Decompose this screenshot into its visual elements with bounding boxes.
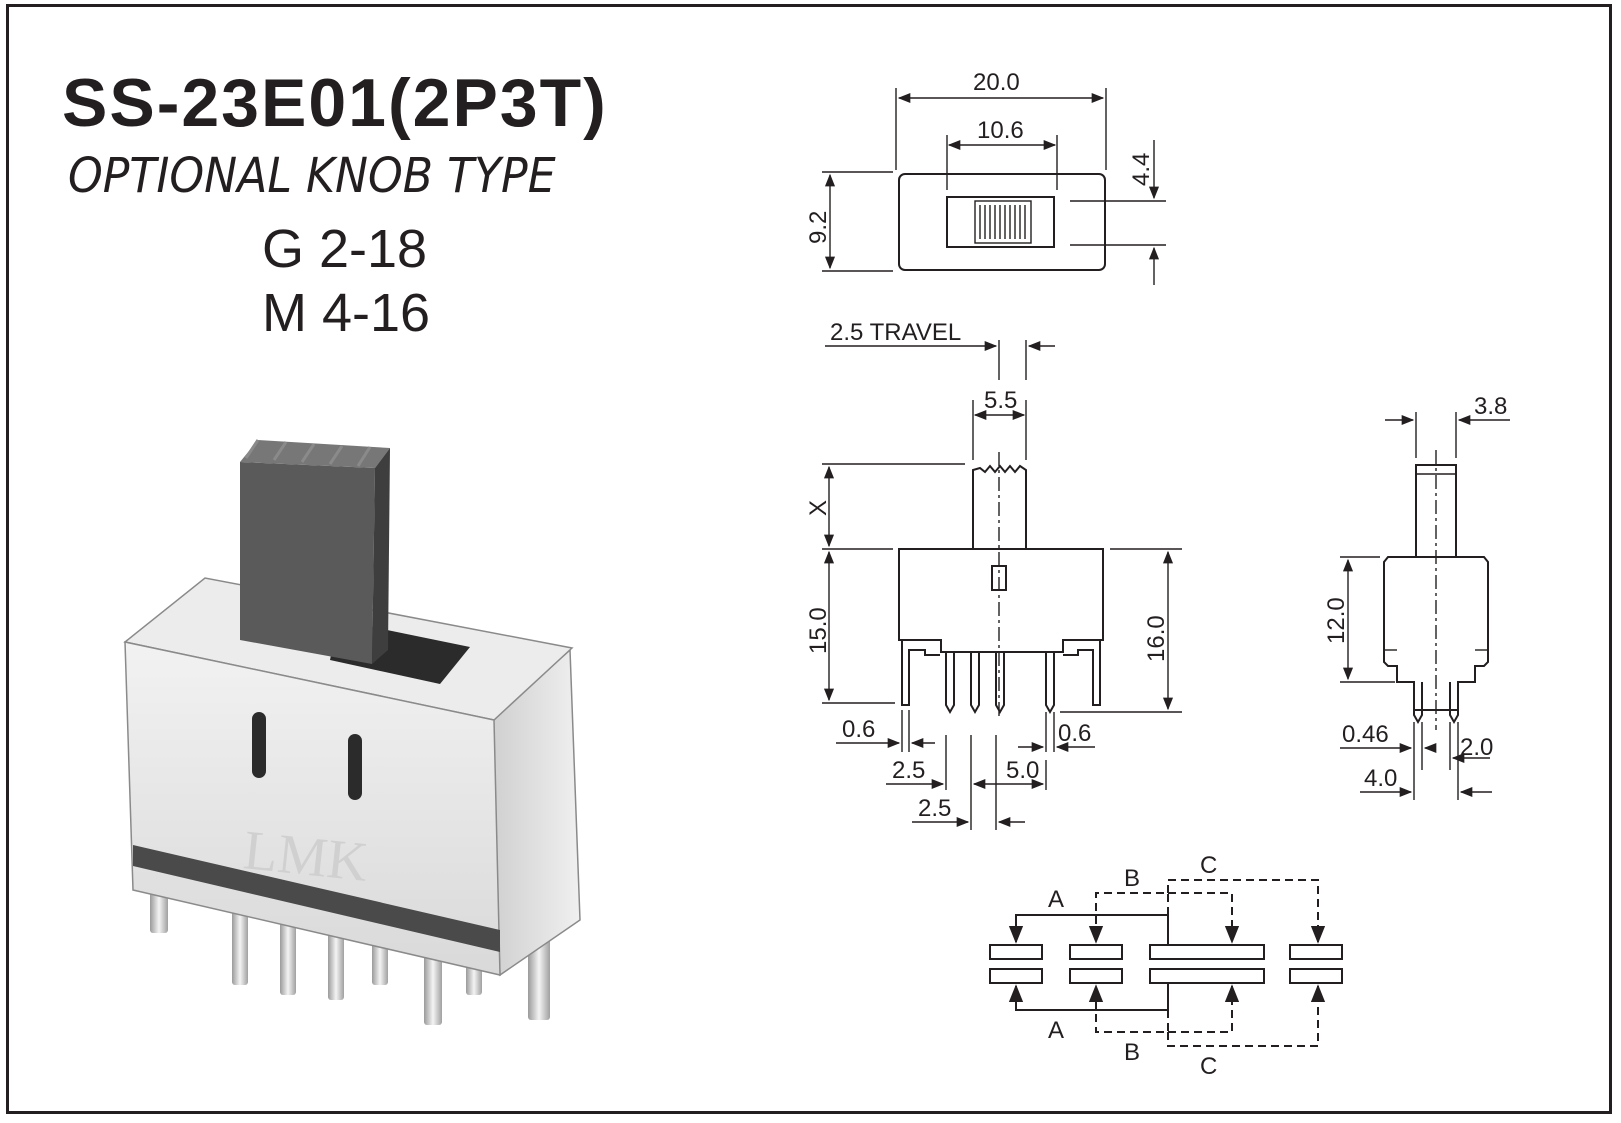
front-left-pin-label: 0.6 <box>842 716 875 743</box>
top-view-drawing: 20.0 10.6 9.2 4.4 <box>805 69 1166 285</box>
circuit-label-top-b: B <box>1124 865 1140 892</box>
front-view-drawing: 2.5 TRAVEL 5.5 X 15.0 16.0 0.6 0.6 <box>805 319 1182 830</box>
front-knob-width-label: 5.5 <box>984 387 1017 414</box>
side-view-drawing: 3.8 12.0 0.46 2.0 4.0 <box>1323 393 1510 800</box>
top-slot-label: 10.6 <box>977 117 1024 144</box>
side-pin-spacing-label: 4.0 <box>1364 765 1397 792</box>
top-height-label: 9.2 <box>805 211 832 244</box>
front-pitch-label-3: 2.5 <box>918 795 951 822</box>
front-total-height-label: 16.0 <box>1143 615 1170 662</box>
page-title: SS-23E01(2P3T) <box>62 65 608 141</box>
circuit-diagram: A B C A B C <box>989 852 1343 1080</box>
circuit-label-bottom-c: C <box>1200 1053 1217 1080</box>
spec-line-2: M 4-16 <box>262 283 431 343</box>
top-width-label: 20.0 <box>973 69 1020 96</box>
front-pitch-label-2: 5.0 <box>1006 757 1039 784</box>
circuit-label-bottom-b: B <box>1124 1039 1140 1066</box>
slide-switch-photo: LMK <box>123 439 581 1025</box>
front-knob-height-label: X <box>805 500 832 516</box>
front-pitch-label-1: 2.5 <box>892 757 925 784</box>
spec-line-1: G 2-18 <box>262 219 428 279</box>
circuit-label-bottom-a: A <box>1048 1017 1064 1044</box>
photo-brand-text: LMK <box>241 819 371 894</box>
page-subtitle: OPTIONAL KNOB TYPE <box>68 148 556 204</box>
side-pin-offset-label: 2.0 <box>1460 734 1493 761</box>
side-height-label: 12.0 <box>1323 597 1350 644</box>
circuit-label-top-a: A <box>1048 886 1064 913</box>
side-pin-thickness-label: 0.46 <box>1342 721 1389 748</box>
front-travel-label: 2.5 TRAVEL <box>830 319 961 346</box>
side-knob-width-label: 3.8 <box>1474 393 1507 420</box>
front-right-pin-label: 0.6 <box>1058 720 1091 747</box>
drawing-frame <box>6 4 1612 1114</box>
circuit-label-top-c: C <box>1200 852 1217 879</box>
front-body-height-label: 15.0 <box>805 607 832 654</box>
top-knob-label: 4.4 <box>1128 153 1155 186</box>
